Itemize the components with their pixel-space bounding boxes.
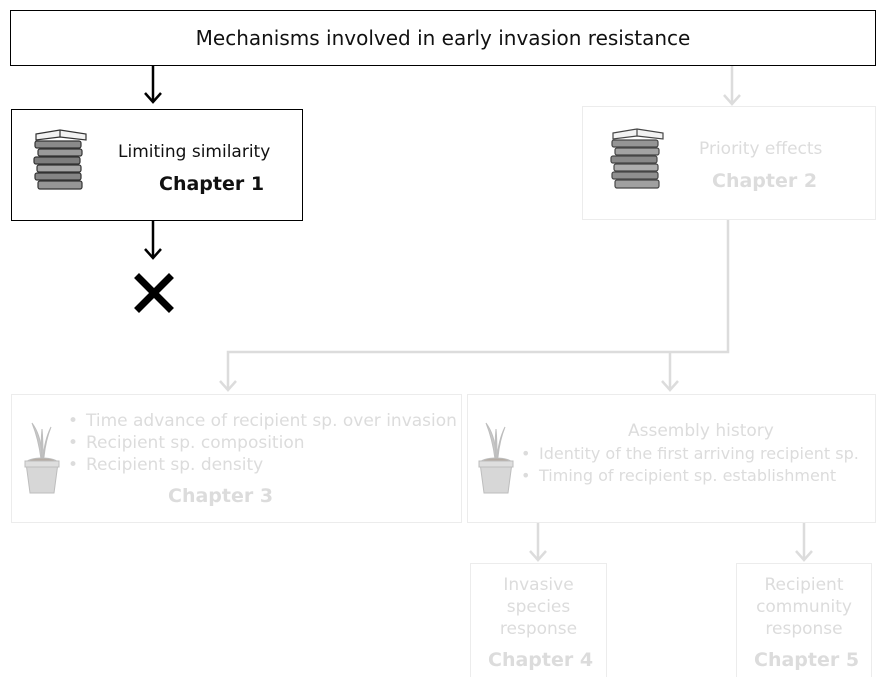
potted-plant-icon [478, 422, 514, 494]
assembly-history-box: Assembly history Identity of the first a… [467, 394, 876, 523]
inactive-arrows [219, 66, 813, 562]
list-item: Recipient sp. density [64, 454, 457, 476]
chapter-3-bullet-list: Time advance of recipient sp. over invas… [64, 410, 457, 476]
assembly-history-heading: Assembly history [628, 421, 774, 441]
limiting-similarity-label: Limiting similarity [118, 142, 271, 162]
priority-effects-label: Priority effects [699, 139, 823, 159]
potted-plant-icon [24, 422, 60, 494]
chapter-4-label: Chapter 4 [488, 649, 594, 671]
chapter-4-line: response [499, 619, 578, 639]
arrowhead-cross [144, 248, 162, 260]
book-stack-icon [33, 129, 87, 190]
list-item: Timing of recipient sp. establishment [517, 465, 859, 487]
chapter-1-label: Chapter 1 [159, 173, 265, 195]
list-item: Identity of the first arriving recipient… [517, 443, 859, 465]
list-item: Time advance of recipient sp. over invas… [64, 410, 457, 432]
chapter-5-line: community [756, 597, 852, 617]
chapter-4-line: species [506, 597, 571, 617]
chapter-4-box: Invasive species response Chapter 4 [470, 563, 607, 677]
chapter-4-line: Invasive [503, 575, 574, 595]
chapter-3-box: Time advance of recipient sp. over invas… [11, 394, 462, 523]
chapter-5-text: Recipient community response [737, 574, 871, 640]
arrowhead-limiting [144, 92, 162, 104]
active-arrows [144, 66, 162, 260]
limiting-similarity-box: Limiting similarity Chapter 1 [11, 109, 303, 221]
priority-effects-box: Priority effects Chapter 2 [582, 106, 876, 220]
title-box: Mechanisms involved in early invasion re… [10, 10, 876, 66]
chapter-4-text: Invasive species response [471, 574, 606, 640]
chapter-2-label: Chapter 2 [712, 170, 818, 192]
chapter-5-box: Recipient community response Chapter 5 [736, 563, 872, 677]
chapter-5-line: Recipient [764, 575, 844, 595]
assembly-history-bullet-list: Identity of the first arriving recipient… [517, 443, 859, 487]
chapter-3-label: Chapter 3 [168, 485, 274, 507]
arrow-to-ch3 [226, 220, 730, 388]
chapter-5-line: response [765, 619, 843, 639]
chapter-5-label: Chapter 5 [754, 649, 860, 671]
cross-mark-icon [134, 273, 174, 313]
diagram-title: Mechanisms involved in early invasion re… [195, 26, 691, 50]
book-stack-icon [610, 128, 664, 189]
list-item: Recipient sp. composition [64, 432, 457, 454]
